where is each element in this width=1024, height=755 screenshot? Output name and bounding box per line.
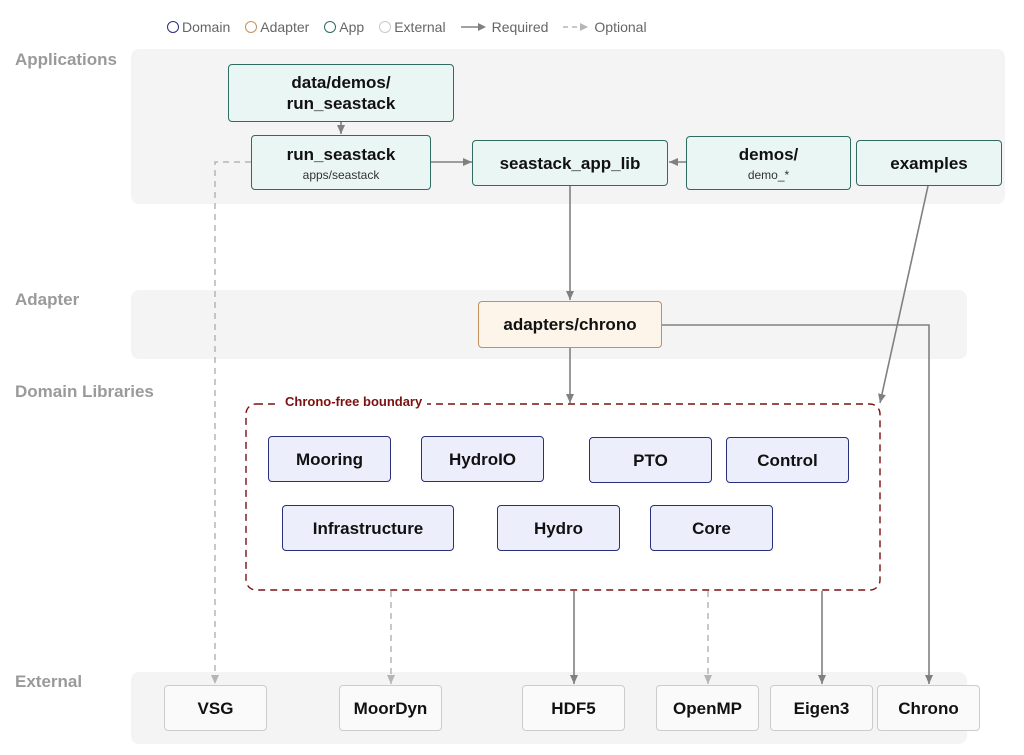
node-title: Core	[692, 518, 731, 538]
node-title: Infrastructure	[312, 518, 424, 538]
node-title: Chrono	[898, 698, 959, 718]
node-seastack-app-lib[interactable]: seastack_app_lib	[472, 140, 668, 186]
chrono-free-boundary	[245, 403, 881, 591]
node-title: OpenMP	[673, 698, 742, 718]
node-chrono[interactable]: Chrono	[877, 685, 980, 731]
band-label-applications: Applications	[15, 50, 118, 69]
node-title: run_seastack	[286, 144, 396, 164]
boundary-label: Chrono-free boundary	[280, 394, 428, 409]
legend-external: External	[379, 19, 446, 35]
node-title: HDF5	[551, 698, 596, 718]
node-title: Mooring	[295, 449, 364, 469]
node-title: Control	[757, 450, 818, 470]
legend: Domain Adapter App External Required Opt…	[167, 17, 662, 37]
solid-arrow-icon	[460, 22, 487, 32]
node-vsg[interactable]: VSG	[164, 685, 267, 731]
node-core[interactable]: Core	[650, 505, 773, 551]
node-infrastructure[interactable]: Infrastructure	[282, 505, 454, 551]
app-swatch-icon	[324, 21, 337, 33]
node-title: Hydro	[533, 518, 584, 538]
node-hdf5[interactable]: HDF5	[522, 685, 625, 731]
edge-adapter-to-chrono	[662, 324, 933, 684]
legend-required: Required	[460, 19, 548, 35]
node-title: HydroIO	[448, 449, 517, 469]
node-title: MoorDyn	[353, 698, 428, 718]
band-label-domain: Domain Libraries	[15, 382, 154, 401]
node-title: seastack_app_lib	[499, 153, 641, 173]
node-mooring[interactable]: Mooring	[268, 436, 391, 482]
node-openmp[interactable]: OpenMP	[656, 685, 759, 731]
node-run-seastack[interactable]: run_seastack apps/seastack	[251, 135, 431, 190]
edge-run-seastack-to-vsg	[211, 161, 251, 684]
node-data-demos-run-seastack[interactable]: data/demos/ run_seastack	[228, 64, 454, 122]
node-moordyn[interactable]: MoorDyn	[339, 685, 442, 731]
node-title: PTO	[633, 450, 668, 470]
external-swatch-icon	[379, 21, 392, 33]
adapter-swatch-icon	[245, 21, 258, 33]
node-eigen3[interactable]: Eigen3	[770, 685, 873, 731]
domain-swatch-icon	[167, 21, 179, 33]
node-subtitle: demo_*	[747, 168, 790, 182]
node-title: adapters/chrono	[503, 315, 637, 334]
required-edges	[337, 122, 933, 684]
node-title: data/demos/ run_seastack	[286, 73, 396, 113]
edge-examples-to-boundary	[878, 185, 929, 404]
node-title: Eigen3	[793, 698, 850, 718]
node-title: VSG	[197, 698, 234, 718]
node-subtitle: apps/seastack	[302, 167, 380, 182]
legend-app: App	[324, 19, 364, 35]
legend-domain: Domain	[167, 19, 230, 35]
band-label-adapter: Adapter	[15, 290, 80, 309]
node-title: examples	[890, 153, 968, 173]
optional-edges	[211, 161, 712, 684]
dashed-arrow-icon	[563, 22, 589, 32]
node-examples[interactable]: examples	[856, 140, 1002, 186]
node-adapters-chrono[interactable]: adapters/chrono	[478, 301, 662, 348]
node-hydro[interactable]: Hydro	[497, 505, 620, 551]
node-pto[interactable]: PTO	[589, 437, 712, 483]
node-demos[interactable]: demos/ demo_*	[686, 136, 851, 190]
legend-optional: Optional	[563, 19, 647, 35]
band-label-external: External	[15, 672, 83, 691]
node-control[interactable]: Control	[726, 437, 849, 483]
legend-adapter: Adapter	[245, 19, 309, 35]
node-hydroio[interactable]: HydroIO	[421, 436, 544, 482]
node-title: demos/	[738, 145, 799, 164]
